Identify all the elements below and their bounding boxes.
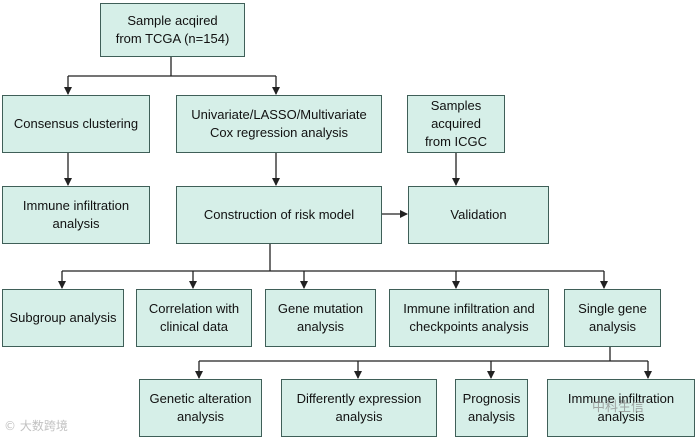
box-consensus-clustering: Consensus clustering — [2, 95, 150, 153]
box-subgroup-analysis: Subgroup analysis — [2, 289, 124, 347]
box-risk-model: Construction of risk model — [176, 186, 382, 244]
box-prognosis: Prognosis analysis — [455, 379, 528, 437]
box-tcga-samples-label: Sample acqired from TCGA (n=154) — [115, 13, 230, 46]
box-tcga-samples: Sample acqired from TCGA (n=154) — [100, 3, 245, 57]
box-gene-mutation-label: Gene mutation analysis — [277, 301, 364, 334]
box-immune-infiltration-2-label: Immune infiltration analysis — [567, 391, 675, 424]
box-icgc-samples: Samples acquired from ICGC — [407, 95, 505, 153]
box-cox-regression: Univariate/LASSO/Multivariate Cox regres… — [176, 95, 382, 153]
box-correlation-clinical-label: Correlation with clinical data — [148, 301, 240, 334]
box-single-gene-label: Single gene analysis — [578, 301, 647, 334]
watermark-left: © 大数跨境 — [4, 419, 68, 433]
box-subgroup-analysis-label: Subgroup analysis — [9, 310, 117, 325]
box-prognosis-label: Prognosis analysis — [462, 391, 521, 424]
box-validation-label: Validation — [450, 207, 507, 222]
box-diff-expression: Differently expression analysis — [281, 379, 437, 437]
watermark-right: 中科生信 — [592, 400, 645, 415]
box-immune-checkpoints: Immune infiltration and checkpoints anal… — [389, 289, 549, 347]
box-immune-infiltration-label: Immune infiltration analysis — [22, 198, 130, 231]
box-gene-mutation: Gene mutation analysis — [265, 289, 376, 347]
box-risk-model-label: Construction of risk model — [203, 207, 355, 222]
box-icgc-samples-label: Samples acquired from ICGC — [424, 98, 488, 149]
box-validation: Validation — [408, 186, 549, 244]
box-immune-checkpoints-label: Immune infiltration and checkpoints anal… — [403, 301, 535, 334]
box-correlation-clinical: Correlation with clinical data — [136, 289, 252, 347]
box-immune-infiltration: Immune infiltration analysis — [2, 186, 150, 244]
box-cox-regression-label: Univariate/LASSO/Multivariate Cox regres… — [191, 107, 367, 140]
box-consensus-clustering-label: Consensus clustering — [13, 116, 139, 131]
box-genetic-alteration-label: Genetic alteration analysis — [149, 391, 252, 424]
box-immune-infiltration-2: Immune infiltration analysis — [547, 379, 695, 437]
box-genetic-alteration: Genetic alteration analysis — [139, 379, 262, 437]
box-diff-expression-label: Differently expression analysis — [296, 391, 422, 424]
box-single-gene: Single gene analysis — [564, 289, 661, 347]
